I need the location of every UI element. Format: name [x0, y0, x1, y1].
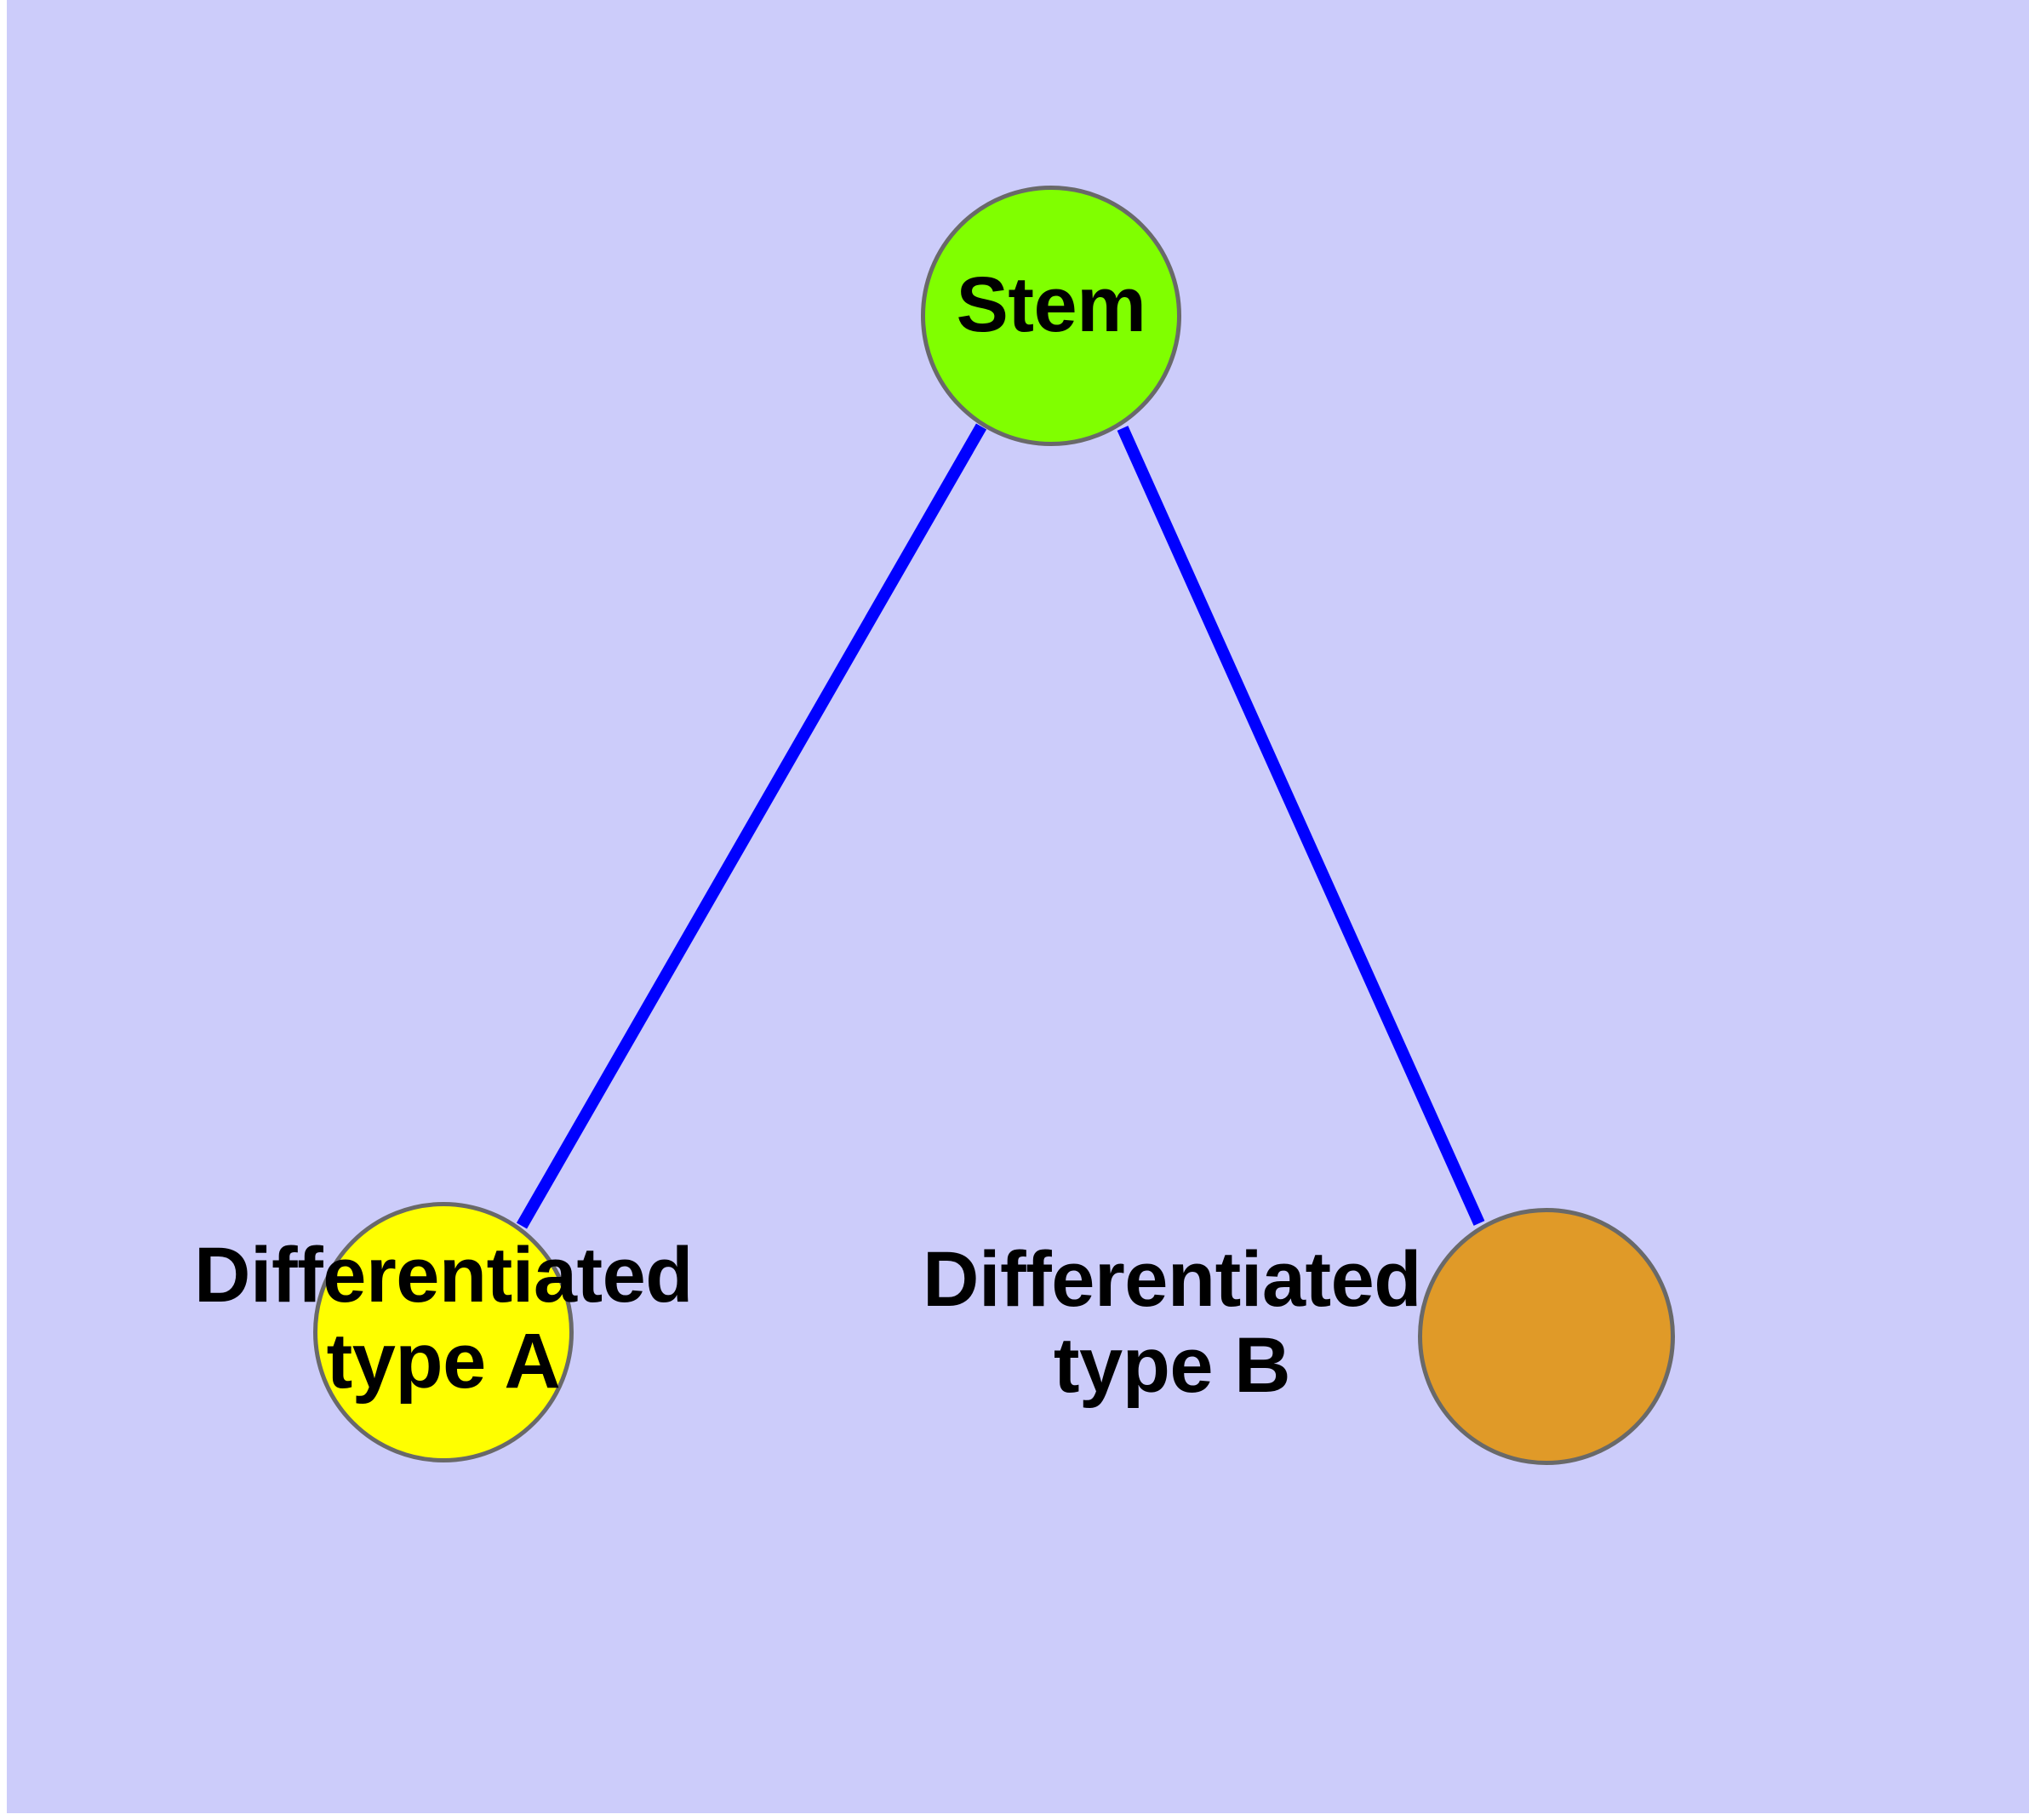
node-stem[interactable] [921, 186, 1181, 446]
edge-stem-to-differentiated-type-a[interactable] [516, 423, 987, 1229]
node-differentiated-type-a[interactable] [313, 1202, 574, 1462]
edge-stem-to-differentiated-type-b[interactable] [1117, 426, 1485, 1226]
node-differentiated-type-b[interactable] [1418, 1208, 1675, 1465]
